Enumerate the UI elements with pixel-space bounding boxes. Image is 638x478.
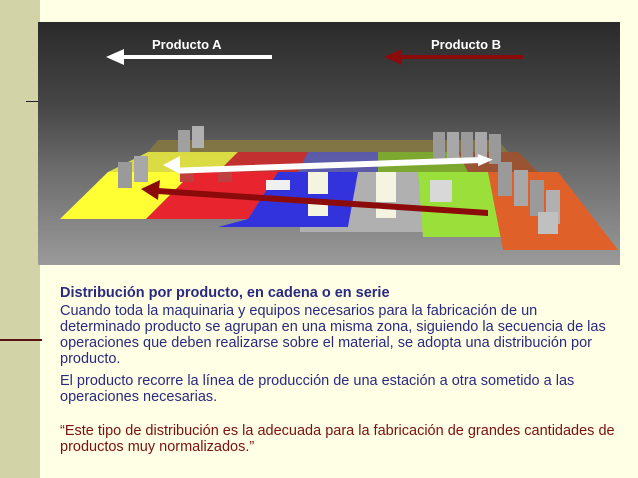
- zone-yellow: [60, 172, 193, 219]
- product-b-flow-arrow: [141, 180, 160, 200]
- quote-text: “Este tipo de distribución es la adecuad…: [60, 423, 615, 455]
- product-a-label: Producto A: [152, 37, 222, 52]
- decor-line-bottom: [0, 339, 42, 341]
- product-b-label: Producto B: [431, 37, 502, 52]
- product-b-legend-arrow: [384, 49, 402, 65]
- silo: [118, 162, 132, 188]
- factory-floor-illustration: [60, 49, 618, 250]
- decor-line-top: [26, 101, 42, 102]
- product-a-legend-arrow: [106, 49, 124, 65]
- silo: [192, 126, 204, 148]
- left-decor-band: [0, 0, 40, 478]
- paragraph-definition: Cuando toda la maquinaria y equipos nece…: [60, 303, 606, 367]
- content-text: Distribución por producto, en cadena o e…: [60, 285, 615, 461]
- silo: [134, 156, 148, 182]
- section-heading: Distribución por producto, en cadena o e…: [60, 285, 390, 301]
- silo: [178, 130, 190, 152]
- product-a-flow-arrow: [163, 156, 180, 174]
- paragraph-flow: El producto recorre la línea de producci…: [60, 373, 575, 405]
- factory-layout-figure: Producto A Producto B: [38, 22, 620, 265]
